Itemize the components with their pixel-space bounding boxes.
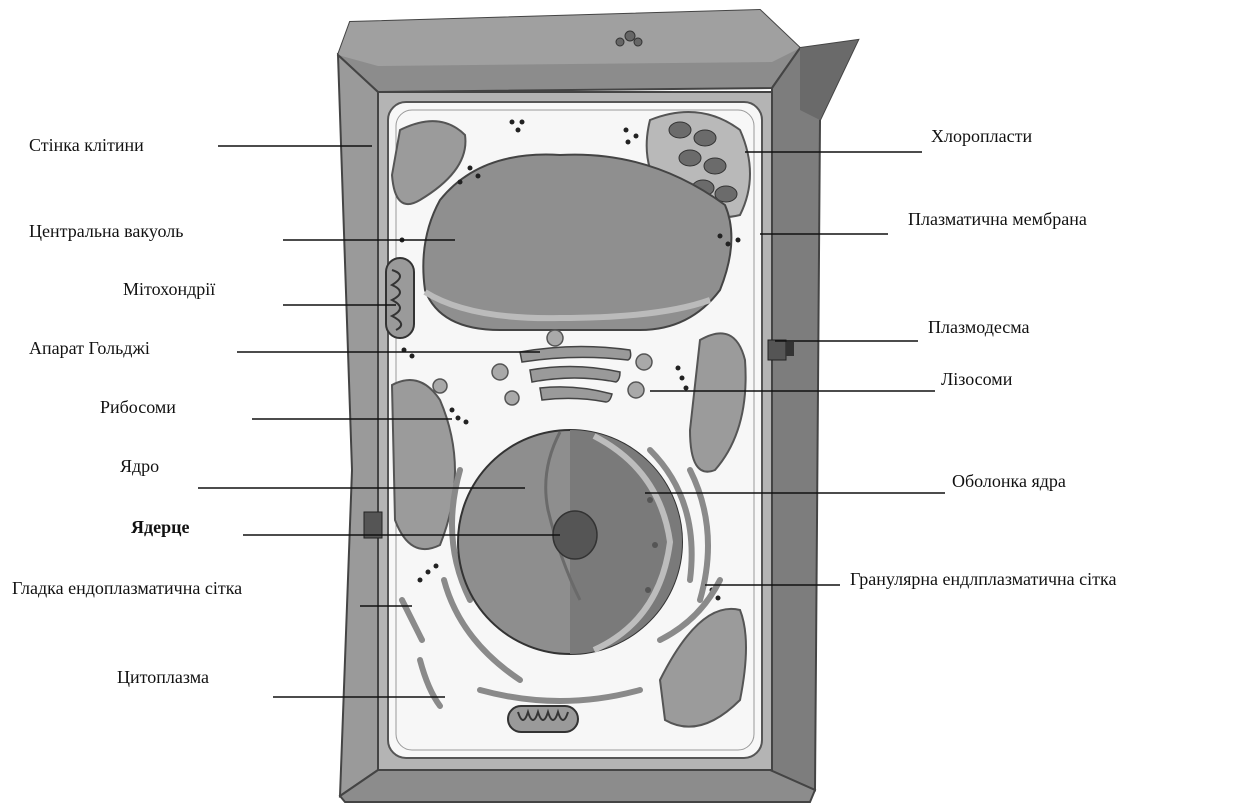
label-central-vacuole: Центральна вакуоль xyxy=(29,221,183,241)
nucleus xyxy=(458,430,682,654)
label-ribosomes: Рибосоми xyxy=(100,397,176,417)
label-nucleolus: Ядерце xyxy=(131,517,189,537)
label-smooth-er: Гладка ендоплазматична сітка xyxy=(12,578,242,598)
label-plasma-membrane: Плазматична мембрана xyxy=(908,209,1087,229)
central-vacuole xyxy=(423,155,731,330)
label-plasmodesma: Плазмодесма xyxy=(928,317,1030,337)
label-mitochondria: Мітохондрії xyxy=(123,279,215,299)
label-chloroplasts: Хлоропласти xyxy=(931,126,1032,146)
label-cytoplasm: Цитоплазма xyxy=(117,667,209,687)
mitochondria-bottom xyxy=(508,706,578,732)
label-rough-er: Гранулярна ендлплазматична сітка xyxy=(850,569,1117,589)
label-lysosomes: Лізосоми xyxy=(941,369,1013,389)
plasmodesma-left xyxy=(364,512,382,538)
label-nuclear-envelope: Оболонка ядра xyxy=(952,471,1066,491)
mitochondria xyxy=(386,258,414,338)
label-cell-wall: Стінка клітини xyxy=(29,135,144,155)
label-nucleus: Ядро xyxy=(120,456,159,476)
label-golgi: Апарат Гольджі xyxy=(29,338,150,358)
